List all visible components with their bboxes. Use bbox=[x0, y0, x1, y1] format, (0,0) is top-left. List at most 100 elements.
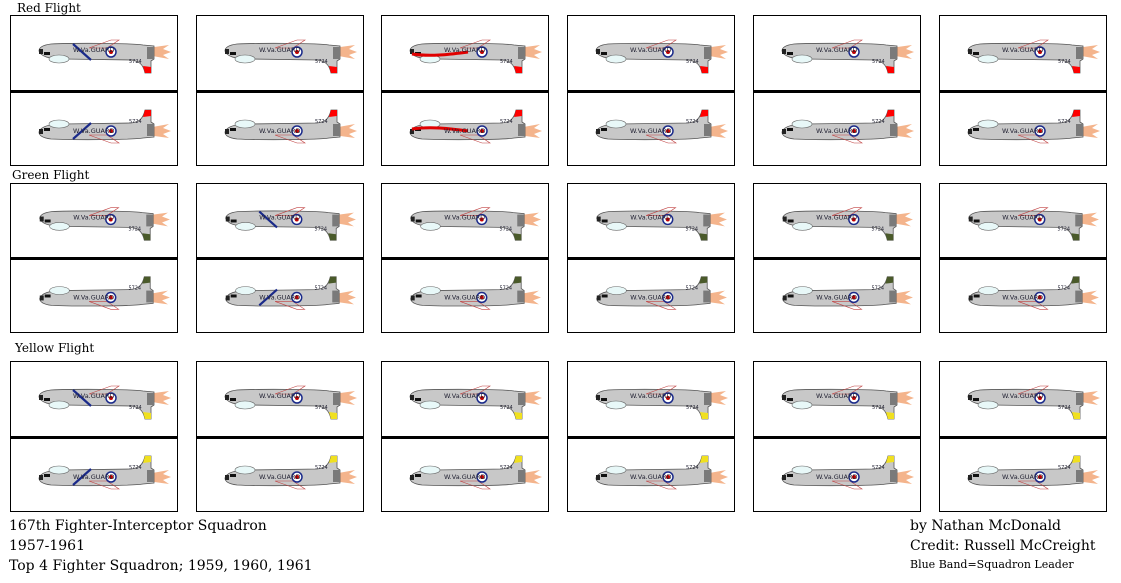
tail-cone bbox=[147, 124, 154, 136]
intake bbox=[39, 49, 43, 54]
tail-number: 5724 bbox=[500, 59, 513, 65]
canopy bbox=[48, 119, 70, 129]
side-marking: W.Va.GUARD bbox=[1002, 473, 1044, 481]
tail-cone bbox=[517, 290, 525, 303]
national-insignia-center bbox=[666, 475, 670, 479]
tail-cone bbox=[147, 47, 154, 59]
intake bbox=[968, 295, 973, 301]
leader-band bbox=[258, 288, 278, 307]
tail-cone bbox=[518, 124, 525, 136]
tail-stripe bbox=[699, 233, 708, 241]
side-marking: W.Va.GUARD bbox=[259, 127, 301, 135]
side-marking: W.Va.GUARD bbox=[259, 473, 301, 481]
anti-glare-panel bbox=[973, 474, 979, 477]
intake bbox=[39, 475, 43, 480]
intake bbox=[225, 295, 230, 301]
intake bbox=[596, 475, 600, 480]
tail-number: 5724 bbox=[129, 119, 142, 125]
intake bbox=[968, 395, 972, 400]
nose-band bbox=[411, 126, 469, 133]
national-insignia-center bbox=[480, 50, 484, 54]
national-insignia-center bbox=[295, 129, 299, 133]
tail-cone bbox=[518, 393, 525, 405]
wing bbox=[831, 301, 863, 310]
canopy bbox=[234, 54, 256, 64]
anti-glare-panel bbox=[787, 52, 793, 55]
intake bbox=[410, 395, 414, 400]
side-marking: W.Va.GUARD bbox=[816, 46, 858, 54]
anti-glare-panel bbox=[787, 398, 793, 401]
tail-stripe bbox=[1072, 412, 1080, 419]
tail-stripe bbox=[142, 233, 151, 241]
side-marking: W.Va.GUARD bbox=[73, 214, 114, 222]
intake bbox=[968, 216, 973, 222]
caption-years: 1957-1961 bbox=[9, 538, 85, 554]
tail-cone bbox=[147, 470, 154, 482]
canopy bbox=[605, 119, 627, 129]
tail-number: 5724 bbox=[500, 465, 513, 471]
tail-cone bbox=[333, 393, 340, 405]
intake bbox=[410, 216, 415, 222]
national-insignia-center bbox=[294, 217, 299, 222]
tail-stripe bbox=[513, 233, 522, 241]
anti-glare-panel bbox=[230, 52, 236, 55]
anti-glare-panel bbox=[415, 398, 421, 401]
tail-cone bbox=[1075, 290, 1083, 303]
tail-cone bbox=[333, 124, 340, 136]
tail-number: 5724 bbox=[315, 405, 328, 411]
tail-stripe bbox=[886, 66, 894, 73]
side-marking: W.Va.GUARD bbox=[816, 293, 857, 301]
anti-glare-panel bbox=[230, 474, 236, 477]
side-marking: W.Va.GUARD bbox=[444, 473, 486, 481]
anti-glare-panel bbox=[787, 294, 794, 298]
tail-stripe bbox=[514, 110, 522, 117]
intake bbox=[39, 129, 43, 134]
tail-stripe bbox=[886, 456, 894, 463]
wing bbox=[274, 134, 306, 144]
national-insignia-center bbox=[295, 396, 299, 400]
anti-glare-panel bbox=[230, 398, 236, 401]
tail-number: 5724 bbox=[315, 465, 328, 471]
canopy bbox=[791, 400, 813, 410]
wing bbox=[274, 39, 306, 49]
canopy bbox=[420, 222, 441, 231]
canopy bbox=[48, 54, 70, 64]
anti-glare-panel bbox=[973, 52, 979, 55]
counter-divider bbox=[753, 436, 921, 439]
tail-cone bbox=[890, 124, 897, 136]
flight-label-yellow: Yellow Flight bbox=[15, 341, 95, 355]
side-marking: W.Va.GUARD bbox=[444, 214, 485, 222]
wing bbox=[831, 385, 863, 395]
tail-number: 5724 bbox=[872, 119, 885, 125]
canopy bbox=[48, 400, 70, 410]
tail-stripe bbox=[328, 276, 337, 284]
intake bbox=[410, 129, 414, 134]
wing bbox=[459, 39, 491, 49]
